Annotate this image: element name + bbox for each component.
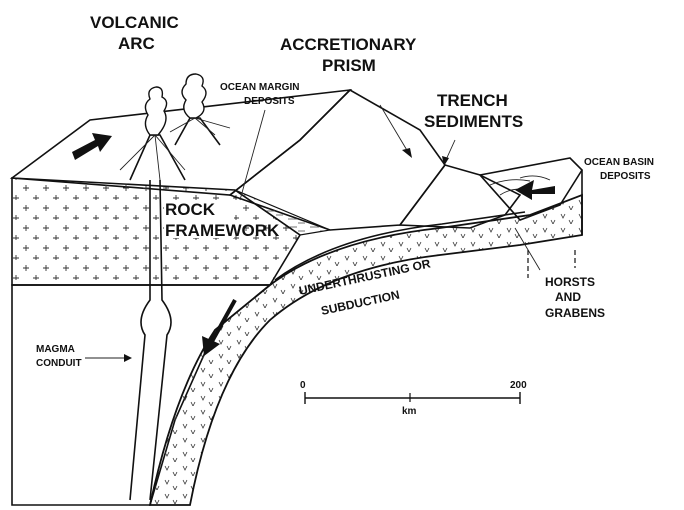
label-magma: MAGMA [36, 344, 75, 355]
label-framework: FRAMEWORK [165, 221, 280, 240]
label-volcanic: VOLCANIC [90, 13, 179, 32]
scale-start-label: 0 [300, 380, 306, 391]
label-accretionary: ACCRETIONARY [280, 35, 417, 54]
label-trench: TRENCH [437, 91, 508, 110]
label-sediments: SEDIMENTS [424, 112, 523, 131]
right-plate-arrow-icon [515, 180, 555, 200]
scale-end-label: 200 [510, 380, 527, 391]
plume-right-icon [182, 74, 206, 118]
label-horsts: HORSTS [545, 275, 595, 289]
label-rock: ROCK [165, 200, 216, 219]
label-grabens: GRABENS [545, 306, 605, 320]
scale-unit-label: km [402, 406, 417, 417]
label-ocean-basin: OCEAN BASIN [584, 157, 654, 168]
label-and: AND [555, 290, 581, 304]
label-conduit: CONDUIT [36, 358, 82, 369]
volcano-right [175, 118, 220, 145]
label-arc: ARC [118, 34, 155, 53]
label-subduction: SUBDUCTION [320, 288, 401, 318]
scale-bar: 0 200 km [300, 380, 527, 417]
label-prism: PRISM [322, 56, 376, 75]
label-ocean-margin-deposits: DEPOSITS [244, 96, 295, 107]
left-plate-arrow-icon [72, 133, 112, 160]
plume-left-icon [145, 87, 166, 135]
label-ocean-margin: OCEAN MARGIN [220, 82, 299, 93]
arc-top-surface [12, 90, 350, 195]
label-ocean-basin-deposits: DEPOSITS [600, 171, 651, 182]
